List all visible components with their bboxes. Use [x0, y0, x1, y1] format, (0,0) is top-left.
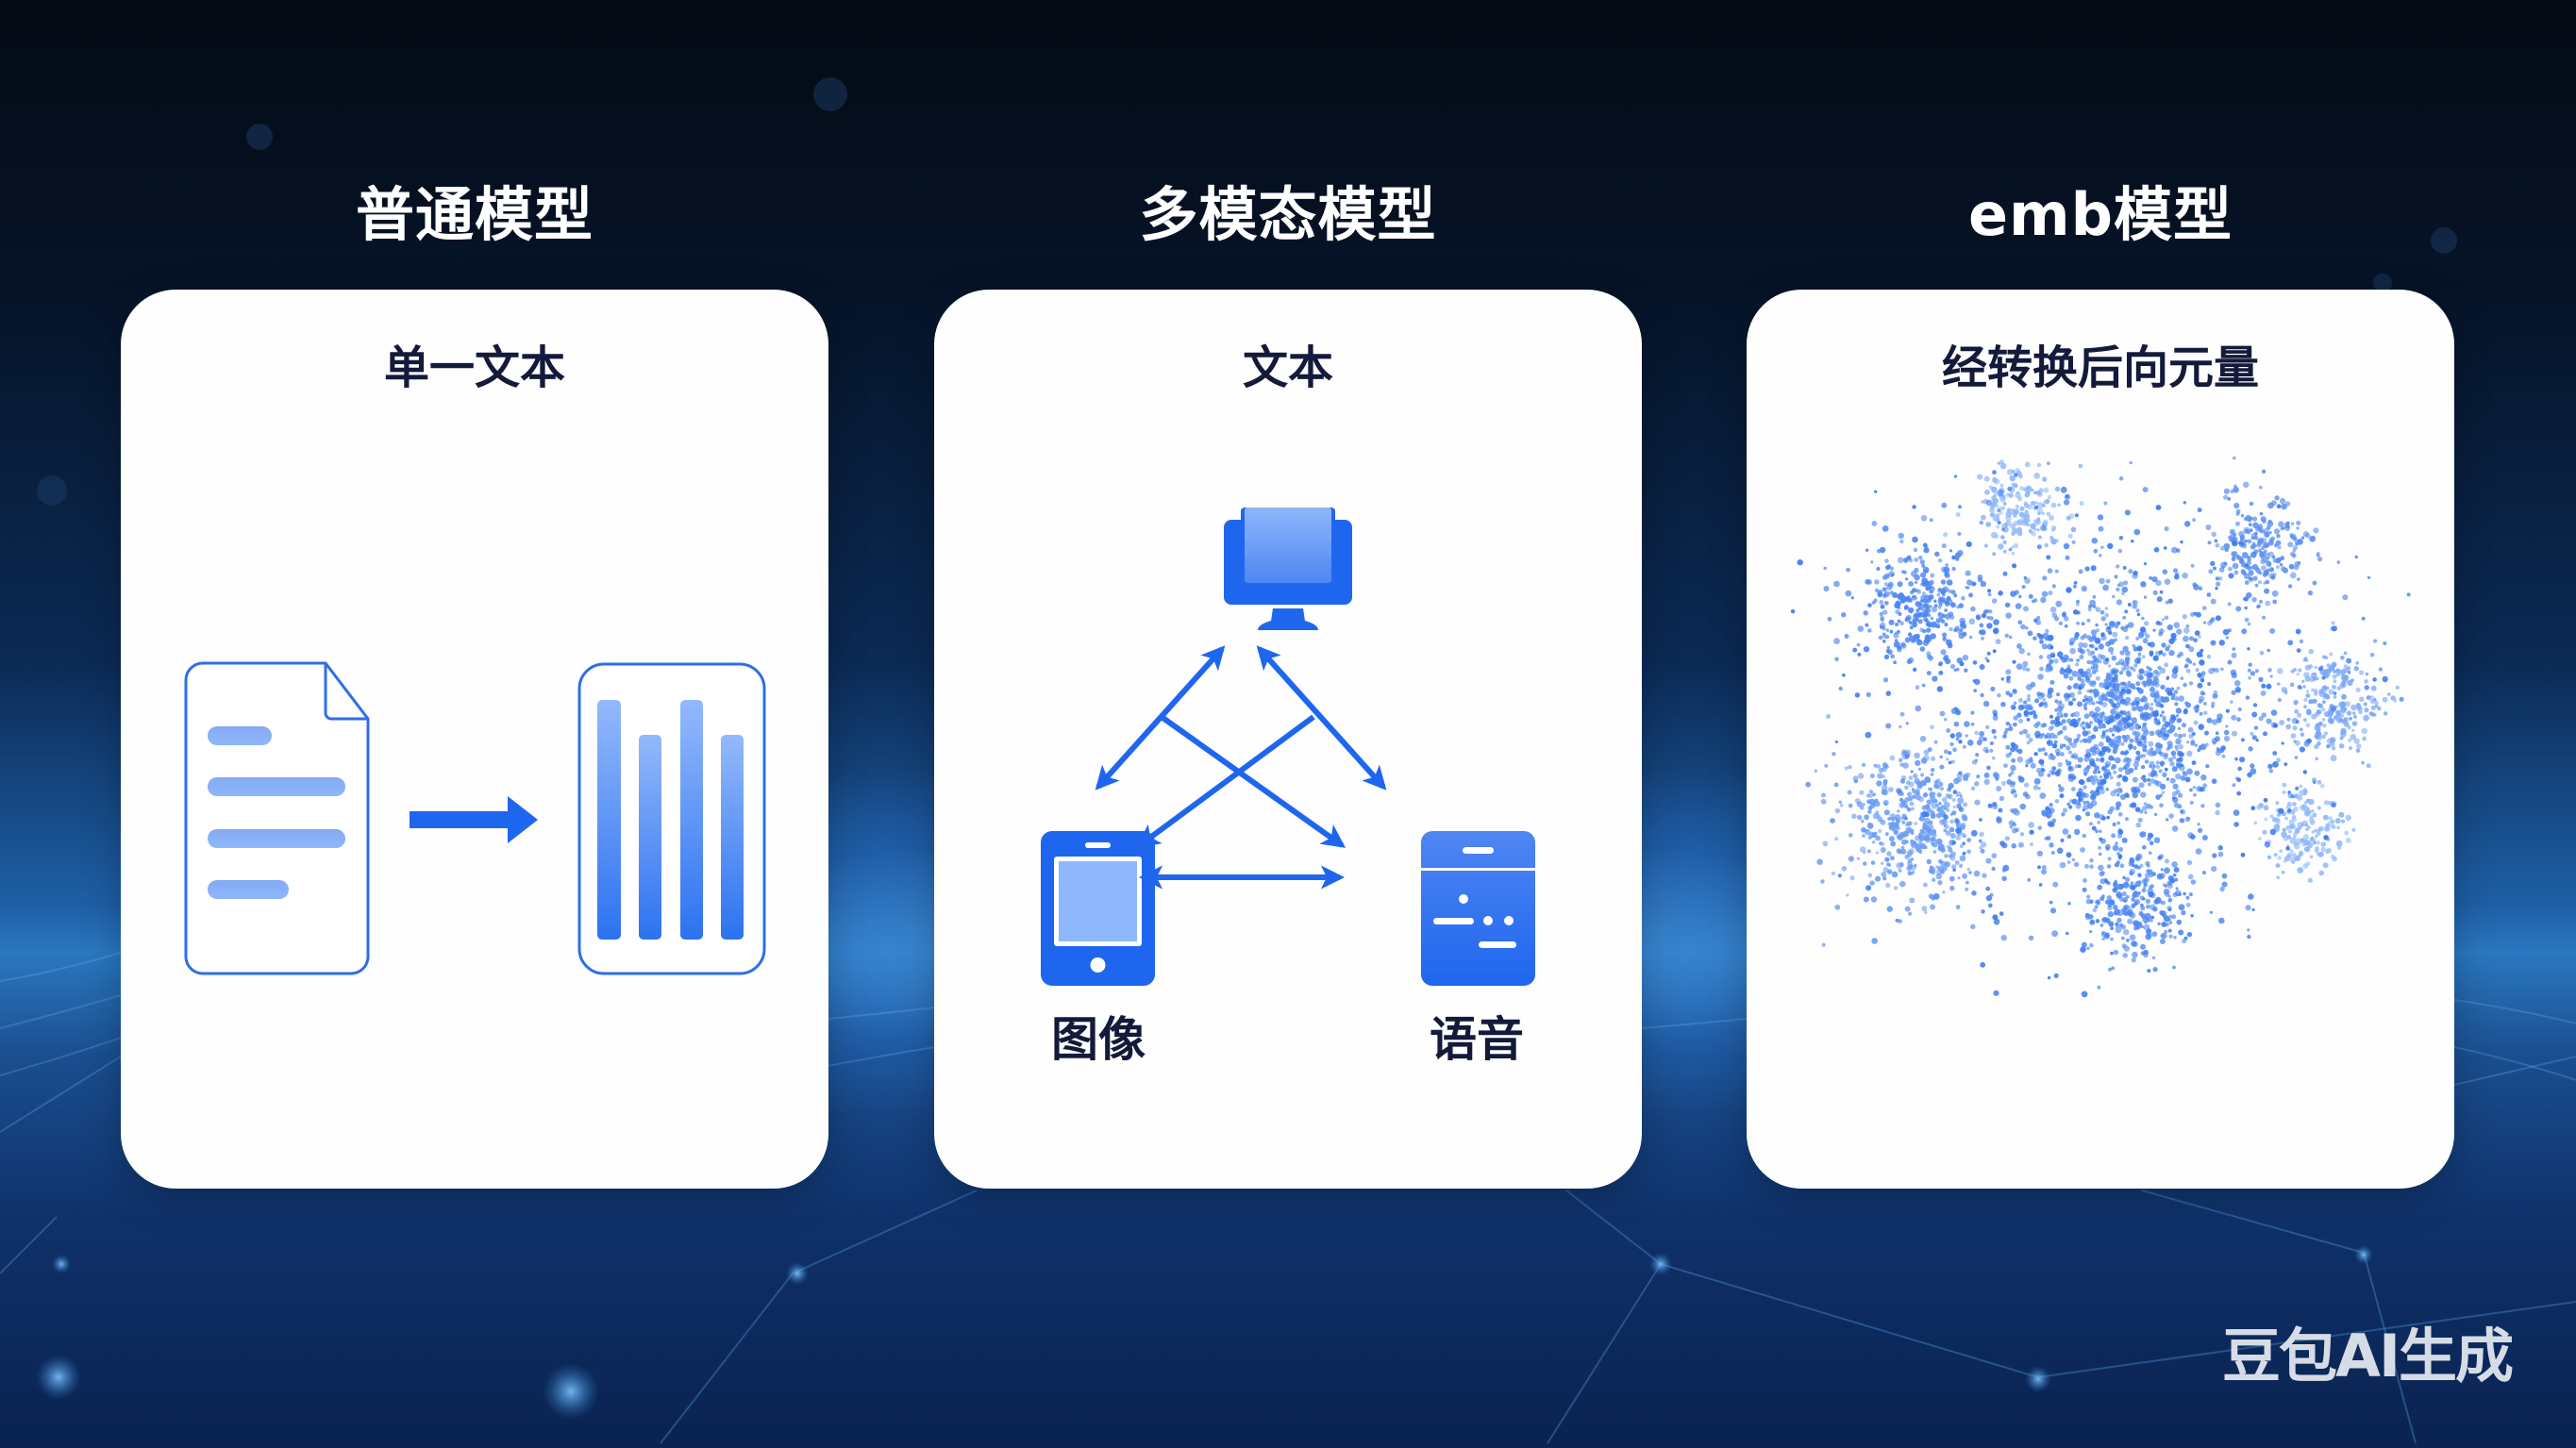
tablet-icon: [1041, 831, 1155, 986]
card-subtitle-vectors: 经转换后向元量: [1941, 341, 2259, 394]
multimodal-arrows: [1095, 645, 1387, 890]
card-embedding-model: [1747, 290, 2454, 1189]
column-title-standard-model: 普通模型: [355, 180, 594, 249]
watermark-doubao-ai: 豆包AI生成: [2222, 1322, 2514, 1390]
speech-panel-icon: [1421, 831, 1535, 986]
bar-chart-icon: [577, 662, 766, 975]
node-label-speech: 语音: [1430, 1012, 1524, 1067]
vector-cloud-icon: [1790, 456, 2411, 998]
node-label-image: 图像: [1051, 1012, 1146, 1067]
card-subtitle-single-text: 单一文本: [383, 341, 565, 394]
column-title-multimodal-model: 多模态模型: [1139, 180, 1437, 249]
document-icon: [184, 661, 370, 975]
monitor-icon: [1224, 508, 1352, 630]
card-subtitle-text: 文本: [1242, 341, 1333, 394]
arrow-right-icon: [410, 796, 538, 843]
column-title-embedding-model: emb模型: [1967, 180, 2233, 249]
